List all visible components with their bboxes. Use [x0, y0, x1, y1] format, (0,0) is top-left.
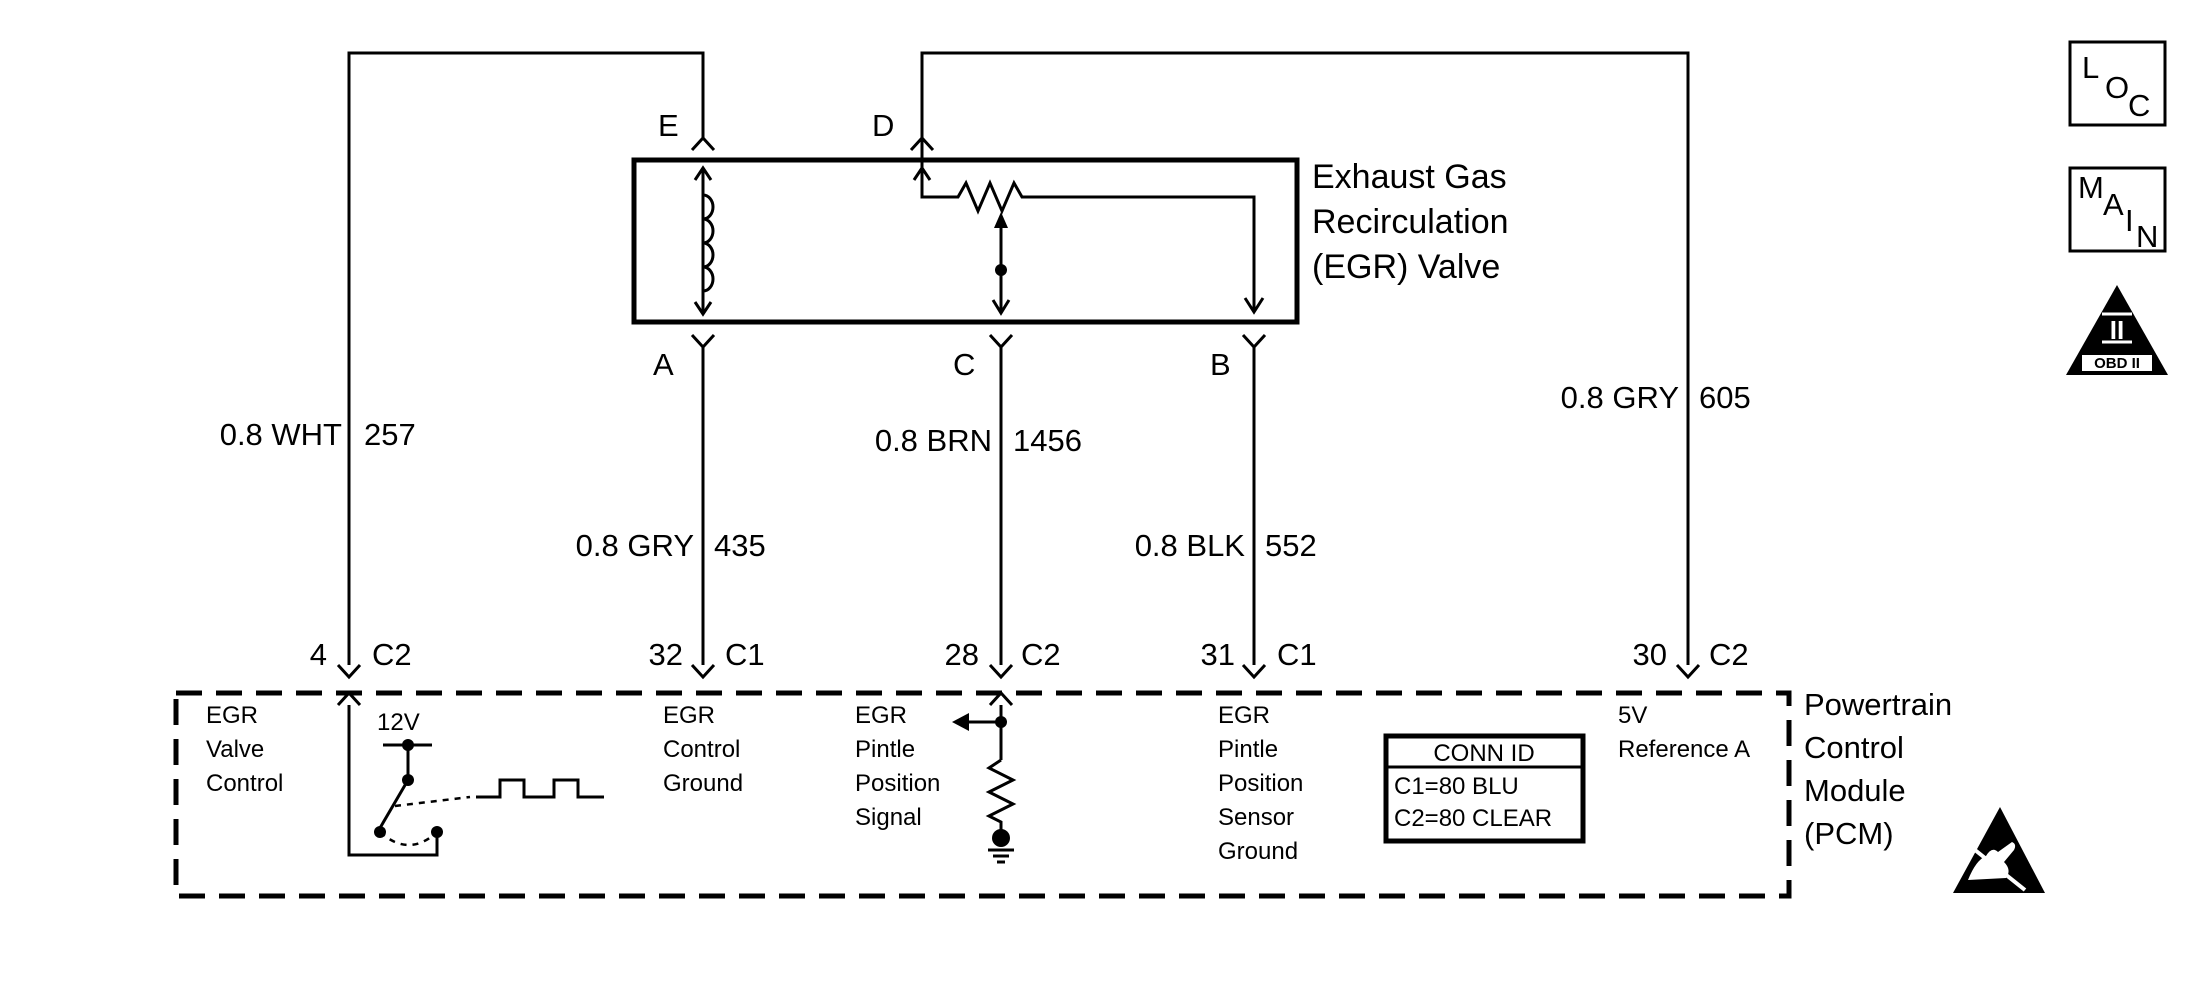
pcm-func-32-line-3: Ground — [663, 770, 743, 797]
pcm-func-31-line-5: Ground — [1218, 838, 1298, 865]
main-icon-letter-i: I — [2125, 203, 2134, 238]
egr-solenoid-coil-icon — [693, 165, 715, 317]
pcm-terminal-28-pin: 28 — [945, 637, 979, 672]
pcm-func-28-line-3: Position — [855, 770, 940, 797]
pcm-terminal-30-icon — [1675, 663, 1701, 680]
egr-valve-title-line-2: Recirculation — [1312, 203, 1509, 241]
pcm-func-28-line-1: EGR — [855, 702, 907, 729]
wire-552-color: 0.8 BLK — [1135, 528, 1246, 563]
wire-435-color: 0.8 GRY — [576, 528, 694, 563]
pcm-title-line-3: Module — [1804, 773, 1906, 808]
obd-ii-icon[interactable]: II OBD II — [2066, 285, 2168, 375]
pcm-func-4-line-2: Valve — [206, 736, 264, 763]
pcm-boundary — [173, 690, 1792, 899]
pcm-terminal-4-connector: C2 — [372, 637, 412, 672]
pcm-terminal-32-connector: C1 — [725, 637, 765, 672]
wire-1456-circuit: 1456 — [1013, 423, 1082, 458]
conn-id-row-2: C2=80 CLEAR — [1394, 805, 1552, 832]
wire-1456-color: 0.8 BRN — [875, 423, 992, 458]
supply-voltage-label: 12V — [377, 709, 420, 736]
pcm-func-31-line-3: Position — [1218, 770, 1303, 797]
pcm-terminal-31-pin: 31 — [1201, 637, 1235, 672]
conn-id-table — [1383, 733, 1586, 844]
pintle-position-potentiometer-icon — [912, 140, 1265, 316]
pcm-func-30-line-2: Reference A — [1618, 736, 1750, 763]
pcm-func-28-line-2: Pintle — [855, 736, 915, 763]
pcm-terminal-4-icon — [336, 663, 362, 707]
driver-switch-icon — [347, 705, 471, 857]
main-icon-letter-n: N — [2136, 219, 2158, 254]
pcm-terminal-31-connector: C1 — [1277, 637, 1317, 672]
pcm-terminal-30-pin: 30 — [1633, 637, 1667, 672]
loc-icon[interactable]: L O C — [2068, 40, 2167, 127]
loc-icon-letter-o: O — [2105, 70, 2129, 105]
connector-pin-a-icon — [690, 333, 716, 350]
main-icon-letter-m: M — [2078, 170, 2104, 205]
pin-label-b: B — [1210, 347, 1231, 382]
pcm-terminal-28-connector: C2 — [1021, 637, 1061, 672]
wire-605 — [920, 51, 1690, 665]
pcm-terminal-30-connector: C2 — [1709, 637, 1749, 672]
wire-605-color: 0.8 GRY — [1561, 380, 1679, 415]
connector-pin-c-icon — [988, 333, 1014, 350]
egr-valve-title-line-3: (EGR) Valve — [1312, 248, 1500, 286]
pcm-terminal-32-pin: 32 — [649, 637, 683, 672]
egr-valve-title-line-1: Exhaust Gas — [1312, 158, 1507, 196]
pcm-terminal-32-icon — [690, 663, 716, 680]
pintle-signal-circuit-icon — [952, 705, 1017, 864]
pwm-signal-waveform-icon — [476, 778, 604, 799]
egr-valve-body — [631, 157, 1300, 325]
pcm-terminal-31-icon — [1241, 663, 1267, 680]
pcm-terminal-4-pin: 4 — [310, 637, 327, 672]
loc-icon-letter-c: C — [2128, 88, 2150, 123]
wire-257-circuit: 257 — [364, 417, 416, 452]
pcm-title-line-2: Control — [1804, 730, 1904, 765]
pin-label-e: E — [658, 108, 679, 143]
pcm-terminal-28-icon — [988, 663, 1014, 707]
conn-id-header: CONN ID — [1433, 740, 1534, 767]
pcm-func-32-line-2: Control — [663, 736, 740, 763]
pin-label-d: D — [872, 108, 894, 143]
conn-id-row-1: C1=80 BLU — [1394, 773, 1519, 800]
main-icon[interactable]: M A I N — [2068, 166, 2167, 254]
pcm-func-4-line-1: EGR — [206, 702, 258, 729]
pcm-title-line-1: Powertrain — [1804, 687, 1952, 722]
connector-pin-e-icon — [690, 135, 716, 152]
wire-605-circuit: 605 — [1699, 380, 1751, 415]
pcm-func-31-line-1: EGR — [1218, 702, 1270, 729]
esd-warning-icon — [1953, 807, 2045, 893]
pcm-func-30-line-1: 5V — [1618, 702, 1647, 729]
loc-icon-letter-l: L — [2082, 50, 2099, 85]
pcm-func-28-line-4: Signal — [855, 804, 922, 831]
pcm-func-4-line-3: Control — [206, 770, 283, 797]
pcm-func-32-line-1: EGR — [663, 702, 715, 729]
pcm-func-31-line-4: Sensor — [1218, 804, 1294, 831]
wire-435-circuit: 435 — [714, 528, 766, 563]
pin-label-a: A — [653, 347, 674, 382]
pcm-func-31-line-2: Pintle — [1218, 736, 1278, 763]
obd-ii-numeral: II — [2110, 315, 2124, 345]
wire-552-circuit: 552 — [1265, 528, 1317, 563]
pcm-title-line-4: (PCM) — [1804, 816, 1894, 851]
main-icon-letter-a: A — [2103, 187, 2124, 222]
obd-ii-label: OBD II — [2094, 355, 2140, 372]
wire-257 — [347, 51, 705, 665]
connector-pin-b-icon — [1241, 333, 1267, 350]
wire-257-color: 0.8 WHT — [220, 417, 342, 452]
pin-label-c: C — [953, 347, 975, 382]
